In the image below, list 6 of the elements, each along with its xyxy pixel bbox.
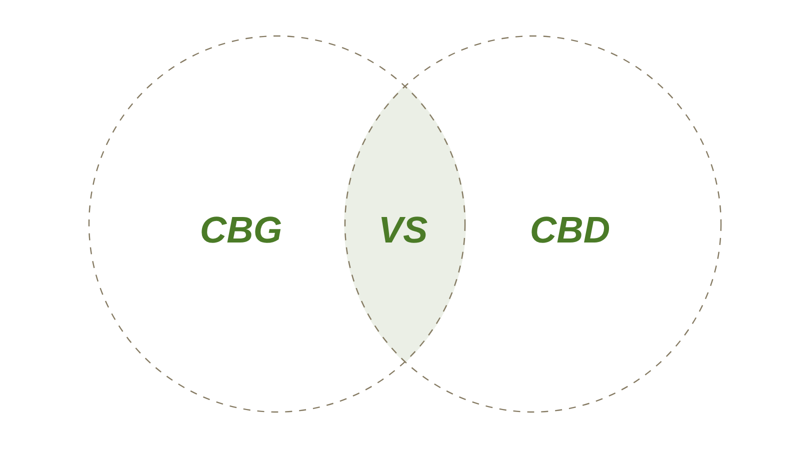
venn-intersection	[344, 85, 466, 363]
intersection-label: VS	[378, 212, 428, 248]
circle-label: CBD	[530, 212, 610, 248]
circle-label: CBG	[200, 212, 282, 248]
venn-circle	[88, 35, 466, 413]
venn-circle	[344, 35, 722, 413]
